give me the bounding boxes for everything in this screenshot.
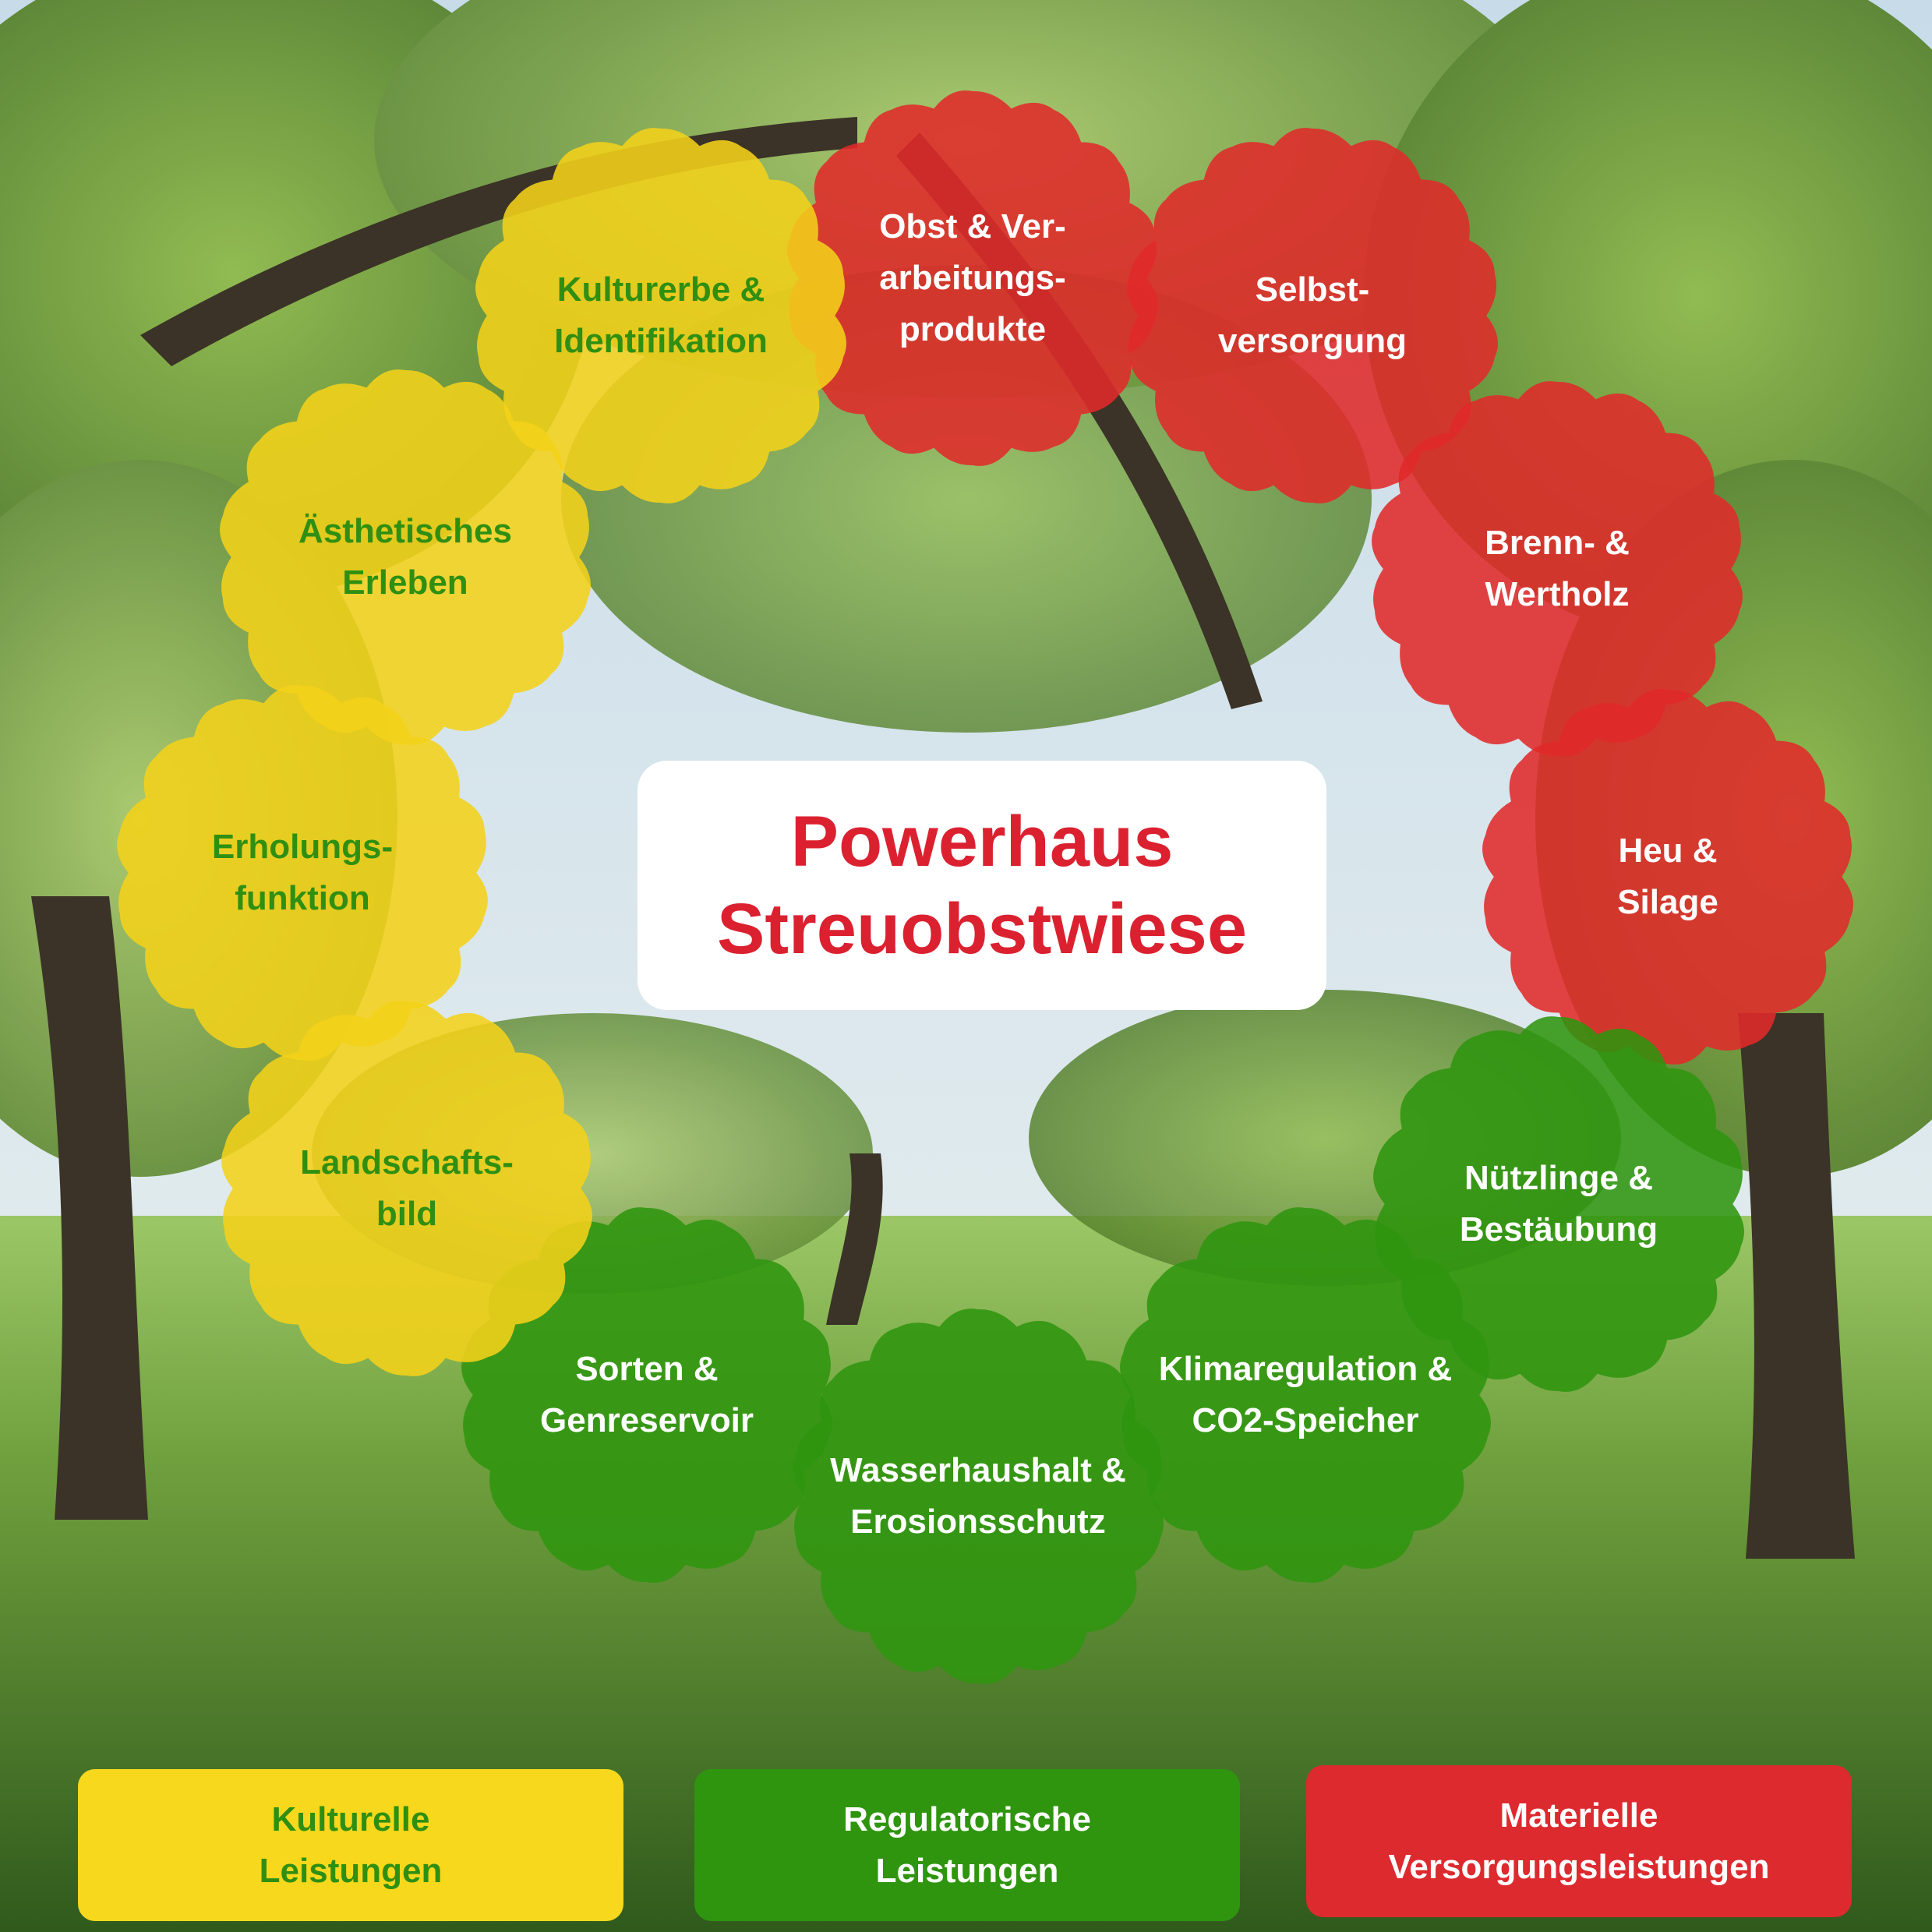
service-bubble-wasser xyxy=(793,1309,1164,1684)
service-bubble-landschaft xyxy=(221,1001,592,1376)
service-bubble-kulturerbe xyxy=(475,128,846,503)
service-bubble-heu xyxy=(1482,689,1853,1065)
service-bubble-selbst xyxy=(1127,128,1498,503)
service-bubble-aesthetik xyxy=(220,369,591,745)
legend-cultural: Kulturelle Leistungen xyxy=(78,1769,623,1921)
service-bubble-brennholz xyxy=(1372,381,1743,757)
legend-regulatory-label: Regulatorische Leistungen xyxy=(843,1800,1091,1890)
legend-material: Materielle Versorgungsleistungen xyxy=(1306,1765,1852,1917)
service-bubble-nuetzlinge xyxy=(1373,1016,1744,1392)
service-bubble-erholung xyxy=(117,685,488,1061)
legend-cultural-label: Kulturelle Leistungen xyxy=(259,1800,443,1890)
service-bubble-klima xyxy=(1120,1207,1491,1583)
service-bubble-obst xyxy=(787,90,1158,466)
title-text: Powerhaus Streuobstwiese xyxy=(717,802,1247,969)
legend-material-label: Materielle Versorgungsleistungen xyxy=(1388,1796,1770,1886)
page-title: Powerhaus Streuobstwiese xyxy=(638,761,1326,1010)
legend-regulatory: Regulatorische Leistungen xyxy=(694,1769,1240,1921)
